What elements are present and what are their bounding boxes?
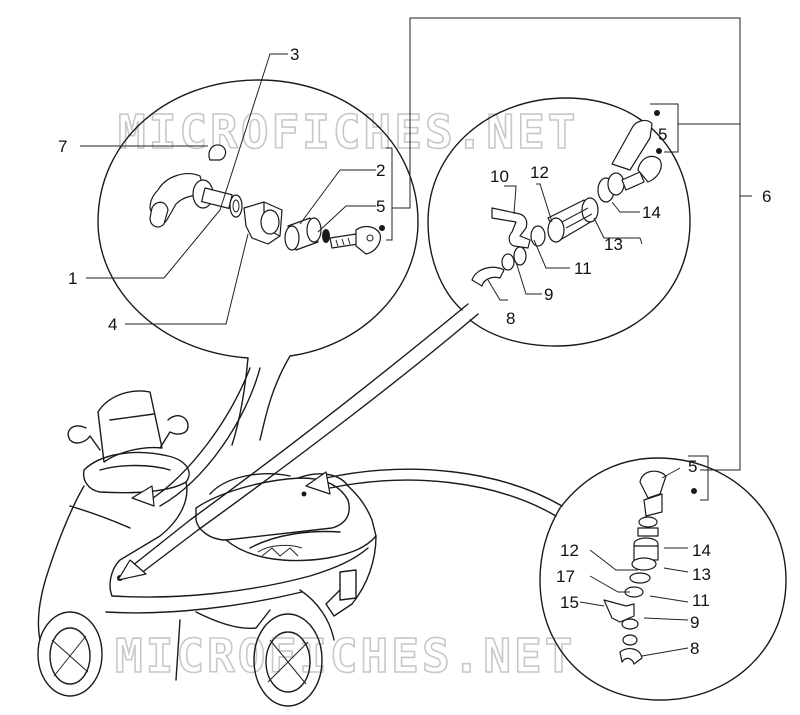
watermark-top: MICROFICHES.NET — [118, 105, 578, 159]
middle-leader-lines — [487, 103, 752, 471]
callout-3: 3 — [290, 45, 299, 64]
callout-2: 2 — [376, 161, 385, 180]
callout-labels: 3 7 2 5 1 4 6 10 12 5 14 13 11 9 8 5 12 … — [58, 45, 771, 658]
callout-14-bottom: 14 — [692, 541, 711, 560]
steering-lock-assembly — [149, 144, 381, 255]
callout-10: 10 — [490, 167, 509, 186]
bottom-leader-lines — [579, 455, 709, 657]
callout-8-bottom: 8 — [690, 639, 699, 658]
callout-15-bottom: 15 — [560, 593, 579, 612]
callout-14-middle: 14 — [642, 203, 661, 222]
callout-5-bottom: 5 — [688, 457, 697, 476]
callout-8-middle: 8 — [506, 309, 515, 328]
scooter-outline — [37, 390, 377, 707]
callout-12-middle: 12 — [530, 163, 549, 182]
callout-9-bottom: 9 — [690, 613, 699, 632]
left-leader-lines — [80, 17, 741, 325]
callout-6: 6 — [762, 187, 771, 206]
callout-7: 7 — [58, 137, 67, 156]
steering-lock-detail-circle — [97, 79, 419, 446]
callout-1: 1 — [68, 269, 77, 288]
callout-9-middle: 9 — [544, 285, 553, 304]
callout-11-middle: 11 — [574, 259, 592, 278]
callout-11-bottom: 11 — [692, 591, 710, 610]
glovebox-lock-detail-circle — [539, 457, 787, 701]
callout-5-middle: 5 — [658, 125, 667, 144]
callout-5: 5 — [376, 197, 385, 216]
glovebox-lock-assembly — [603, 470, 697, 665]
callout-13-bottom: 13 — [692, 565, 711, 584]
watermark-bottom: MICROFICHES.NET — [115, 629, 575, 683]
callout-13-middle: 13 — [604, 235, 623, 254]
pointer-arrows — [117, 303, 563, 581]
callout-4: 4 — [108, 315, 117, 334]
seat-lock-detail-circle — [427, 97, 691, 347]
callout-12-bottom: 12 — [560, 541, 579, 560]
callout-17-bottom: 17 — [556, 567, 575, 586]
seat-lock-assembly — [471, 110, 662, 287]
